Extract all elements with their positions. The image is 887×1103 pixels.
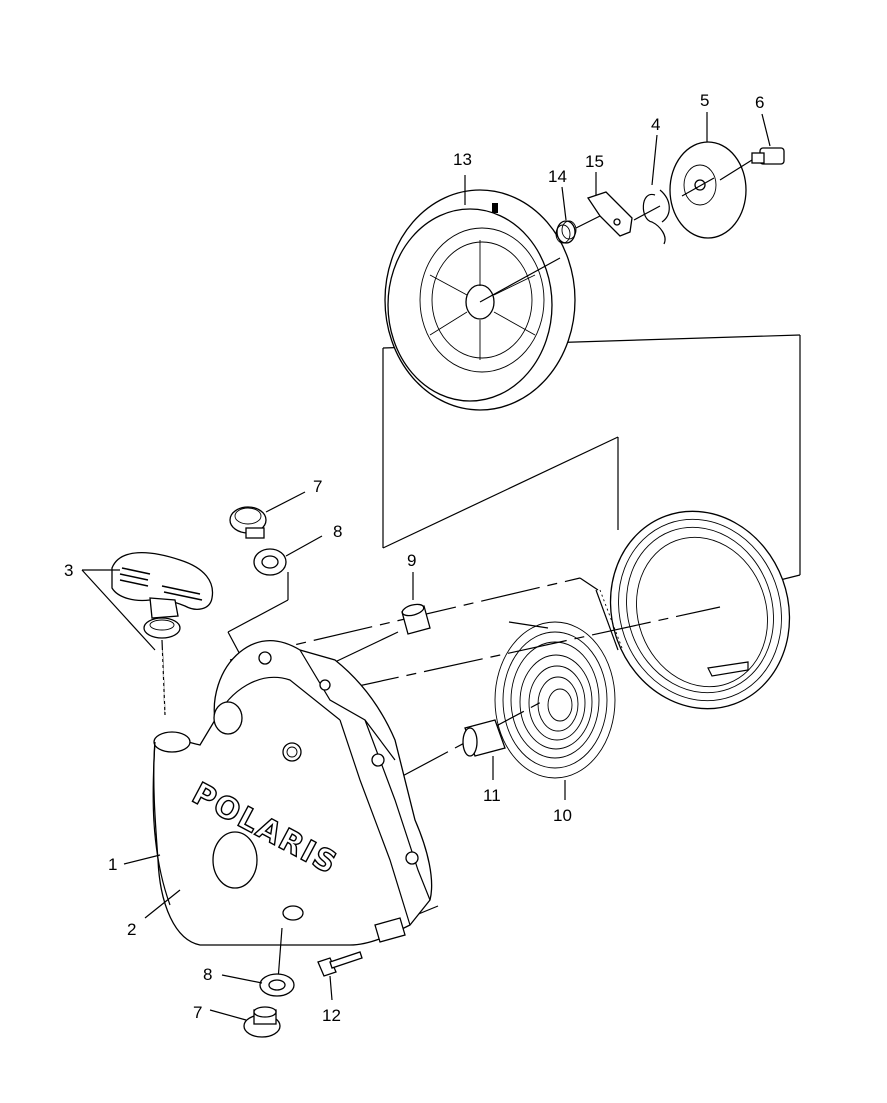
callout-14: 14 (548, 167, 567, 186)
callout-1: 1 (108, 855, 117, 874)
starter-housing-part (152, 640, 433, 981)
callout-8-bottom: 8 (203, 965, 212, 984)
bushing-11-part (462, 719, 506, 780)
callout-13: 13 (453, 150, 472, 169)
callout-5: 5 (700, 91, 709, 110)
starter-handle-3-part (81, 552, 214, 716)
recoil-spring-10-part (494, 621, 616, 779)
spring-14-part (555, 213, 605, 244)
callout-12: 12 (322, 1006, 341, 1025)
washer-8-bottom-part (221, 973, 295, 997)
callout-2: 2 (127, 920, 136, 939)
callout-labels: 1 2 3 4 5 6 7 7 8 8 9 10 11 12 13 14 15 (64, 91, 764, 1025)
callout-10: 10 (553, 806, 572, 825)
plug-7-bottom-part (209, 1006, 281, 1038)
callout-11: 11 (483, 786, 501, 805)
spring-housing-part (595, 510, 791, 710)
callout-15: 15 (585, 152, 604, 171)
friction-plate-5-part (669, 141, 747, 239)
bolt-6-part (719, 147, 785, 181)
pawl-15-part (586, 191, 661, 237)
pulley-part (384, 189, 576, 411)
callout-8-top: 8 (333, 522, 342, 541)
leader-lines-1-2 (123, 112, 771, 919)
callout-7-bottom: 7 (193, 1003, 202, 1022)
callout-3: 3 (64, 561, 73, 580)
callout-4: 4 (651, 115, 660, 134)
callout-6: 6 (755, 93, 764, 112)
callout-7-top: 7 (313, 477, 322, 496)
plug-7-top-part (229, 491, 306, 539)
bolt-12-part (317, 951, 363, 1001)
washer-8-top-part (227, 535, 323, 749)
bushing-9-part (401, 572, 431, 635)
clip-4-part (642, 189, 670, 245)
callout-9: 9 (407, 551, 416, 570)
